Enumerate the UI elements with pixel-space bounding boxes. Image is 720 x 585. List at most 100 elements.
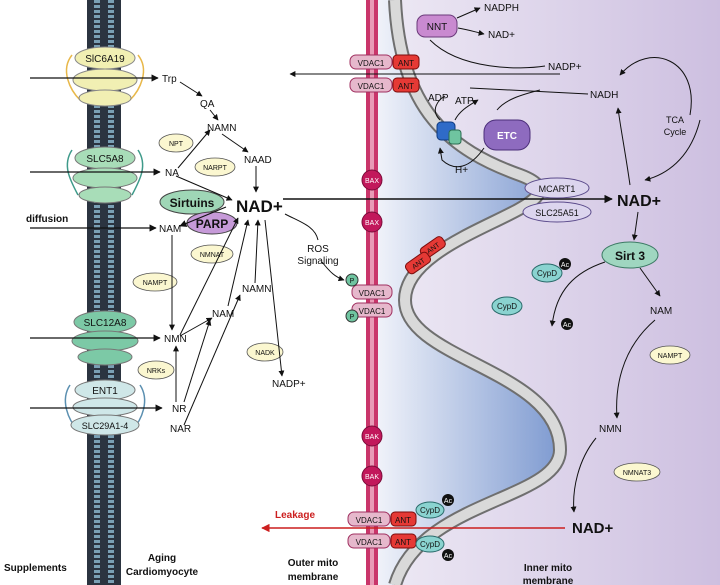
tca-label-1: TCA (666, 115, 684, 125)
ac-bottom-2: Ac (444, 553, 453, 560)
tca-curve-1 (619, 57, 692, 116)
vdac1-bottom-2: VDAC1 (356, 538, 383, 547)
nmn-left-label: NMN (164, 334, 187, 345)
supplements-label: Supplements (4, 563, 67, 574)
nr-label: NR (172, 404, 186, 415)
npt-label: NPT (169, 141, 184, 148)
etc-complex: ETC (483, 119, 531, 151)
nadph-label: NADPH (484, 3, 519, 14)
parp-enzyme: PARP (186, 211, 238, 235)
inner-membrane (390, 0, 566, 585)
slc12a8-label: SLC12A8 (84, 318, 127, 329)
nadp-right-label: NADP+ (548, 62, 582, 73)
cypd-bottom-2: CypD (420, 540, 440, 549)
namn-mid-label: NAMN (242, 284, 271, 295)
mcart1-transporter: MCART1 SLC25A51 (522, 177, 592, 223)
nadk-label: NADK (255, 350, 275, 357)
nad-top-arrow (457, 27, 485, 36)
ac-free-label: Ac (563, 322, 572, 329)
nadh-line (469, 87, 589, 95)
p-2: P (350, 314, 355, 321)
aging-label-1: Aging (148, 553, 176, 564)
nadh-label: NADH (590, 90, 618, 101)
bax-top: BAX (361, 169, 383, 191)
trp-label: Trp (162, 74, 177, 85)
nadk-enzyme: NADK (246, 342, 284, 362)
slc29a14-label: SLC29A1-4 (82, 421, 129, 431)
nad-to-nadh-arrow (615, 107, 631, 186)
etc-label: ETC (497, 131, 517, 142)
vdac-ant-bottom: VDAC1 ANT VDAC1 ANT CypD Ac CypD Ac (347, 494, 454, 561)
nmn-to-nad-arrow (570, 437, 597, 513)
ant-bottom-1: ANT (395, 516, 411, 525)
bax-top-label: BAX (365, 178, 379, 185)
vdac1-top-2: VDAC1 (358, 82, 385, 91)
ros-label-1: ROS (307, 244, 329, 255)
nampt-left-label: NAMPT (143, 280, 168, 287)
ent1-transporter: ENT1 SLC29A1-4 (64, 379, 146, 436)
cypd-1-label: CypD (537, 269, 557, 278)
cristae-region (375, 0, 560, 585)
slc12a8-transporter: SLC12A8 (71, 310, 139, 366)
nampt-matrix-enzyme: NAMPT (649, 345, 691, 365)
nadph-arrow (456, 7, 481, 19)
vdac1-p-1: VDAC1 (359, 289, 386, 298)
slc5a8-label: SLC5A8 (86, 154, 124, 165)
inner-label-2: membrane (523, 576, 574, 585)
cypd-2-label: CypD (497, 302, 517, 311)
slc25a51-label: SLC25A51 (535, 208, 579, 218)
ant-top-2: ANT (398, 82, 414, 91)
atp-synthase (436, 121, 462, 145)
parp-label: PARP (196, 217, 228, 231)
sirt3-deacetyl-arrow (549, 261, 606, 327)
inner-label-1: Inner mito (524, 563, 572, 574)
vdac1-p-2: VDAC1 (359, 307, 386, 316)
atp-label: ATP (455, 96, 474, 107)
bak-lower-label: BAK (365, 474, 379, 481)
outer-label-1: Outer mito (288, 558, 339, 569)
ac-1-label: Ac (561, 262, 570, 269)
p-1: P (350, 278, 355, 285)
qa-label: QA (200, 99, 215, 110)
sirtuins-label: Sirtuins (170, 196, 215, 210)
cypd-bottom-1: CypD (420, 506, 440, 515)
bak-upper-label: BAK (365, 434, 379, 441)
sirt3-label: Sirt 3 (615, 249, 645, 263)
proton-arrow (437, 147, 485, 168)
ant-top-1: ANT (398, 59, 414, 68)
cypd-2: CypD (491, 296, 523, 316)
nmnat3-enzyme: NMNAT3 (613, 462, 661, 482)
nad-bottom-matrix-label: NAD+ (572, 520, 613, 537)
ac-free: Ac (561, 318, 573, 330)
slc5a8-transporter: SLC5A8 (66, 146, 144, 204)
cypd-ac-1: CypD Ac (531, 258, 571, 283)
ros-arrow-a (284, 213, 319, 241)
adp-arrow (434, 95, 446, 121)
nnt-nadp-curve (429, 39, 546, 69)
narpt-label: NARPT (203, 165, 227, 172)
nampt-matrix-label: NAMPT (658, 353, 683, 360)
slc6a19-transporter: SlC6A19 (65, 46, 145, 107)
leakage-label: Leakage (275, 510, 315, 521)
nam-mid-label: NAM (212, 309, 234, 320)
nmn-matrix-label: NMN (599, 424, 622, 435)
narpt-enzyme: NARPT (194, 157, 236, 177)
npt-enzyme: NPT (158, 133, 194, 153)
nad-matrix-label: NAD+ (617, 193, 661, 210)
nad-top-label: NAD+ (488, 30, 515, 41)
nad-center-label: NAD+ (236, 197, 283, 216)
nmnat-label: NMNAT (200, 252, 225, 259)
nrks-label: NRKs (147, 368, 166, 375)
nnt-enzyme: NNT (416, 14, 458, 38)
nrks-enzyme: NRKs (137, 360, 175, 380)
diffusion-label: diffusion (26, 214, 68, 225)
nar-label: NAR (170, 424, 191, 435)
adp-label: ADP (428, 93, 449, 104)
aging-label-2: Cardiomyocyte (126, 567, 199, 578)
sirt3-enzyme: Sirt 3 (601, 241, 659, 269)
h-plus-label: H+ (455, 165, 468, 176)
naad-label: NAAD (244, 155, 272, 166)
ac-bottom-1: Ac (444, 498, 453, 505)
outer-label-2: membrane (288, 572, 339, 583)
